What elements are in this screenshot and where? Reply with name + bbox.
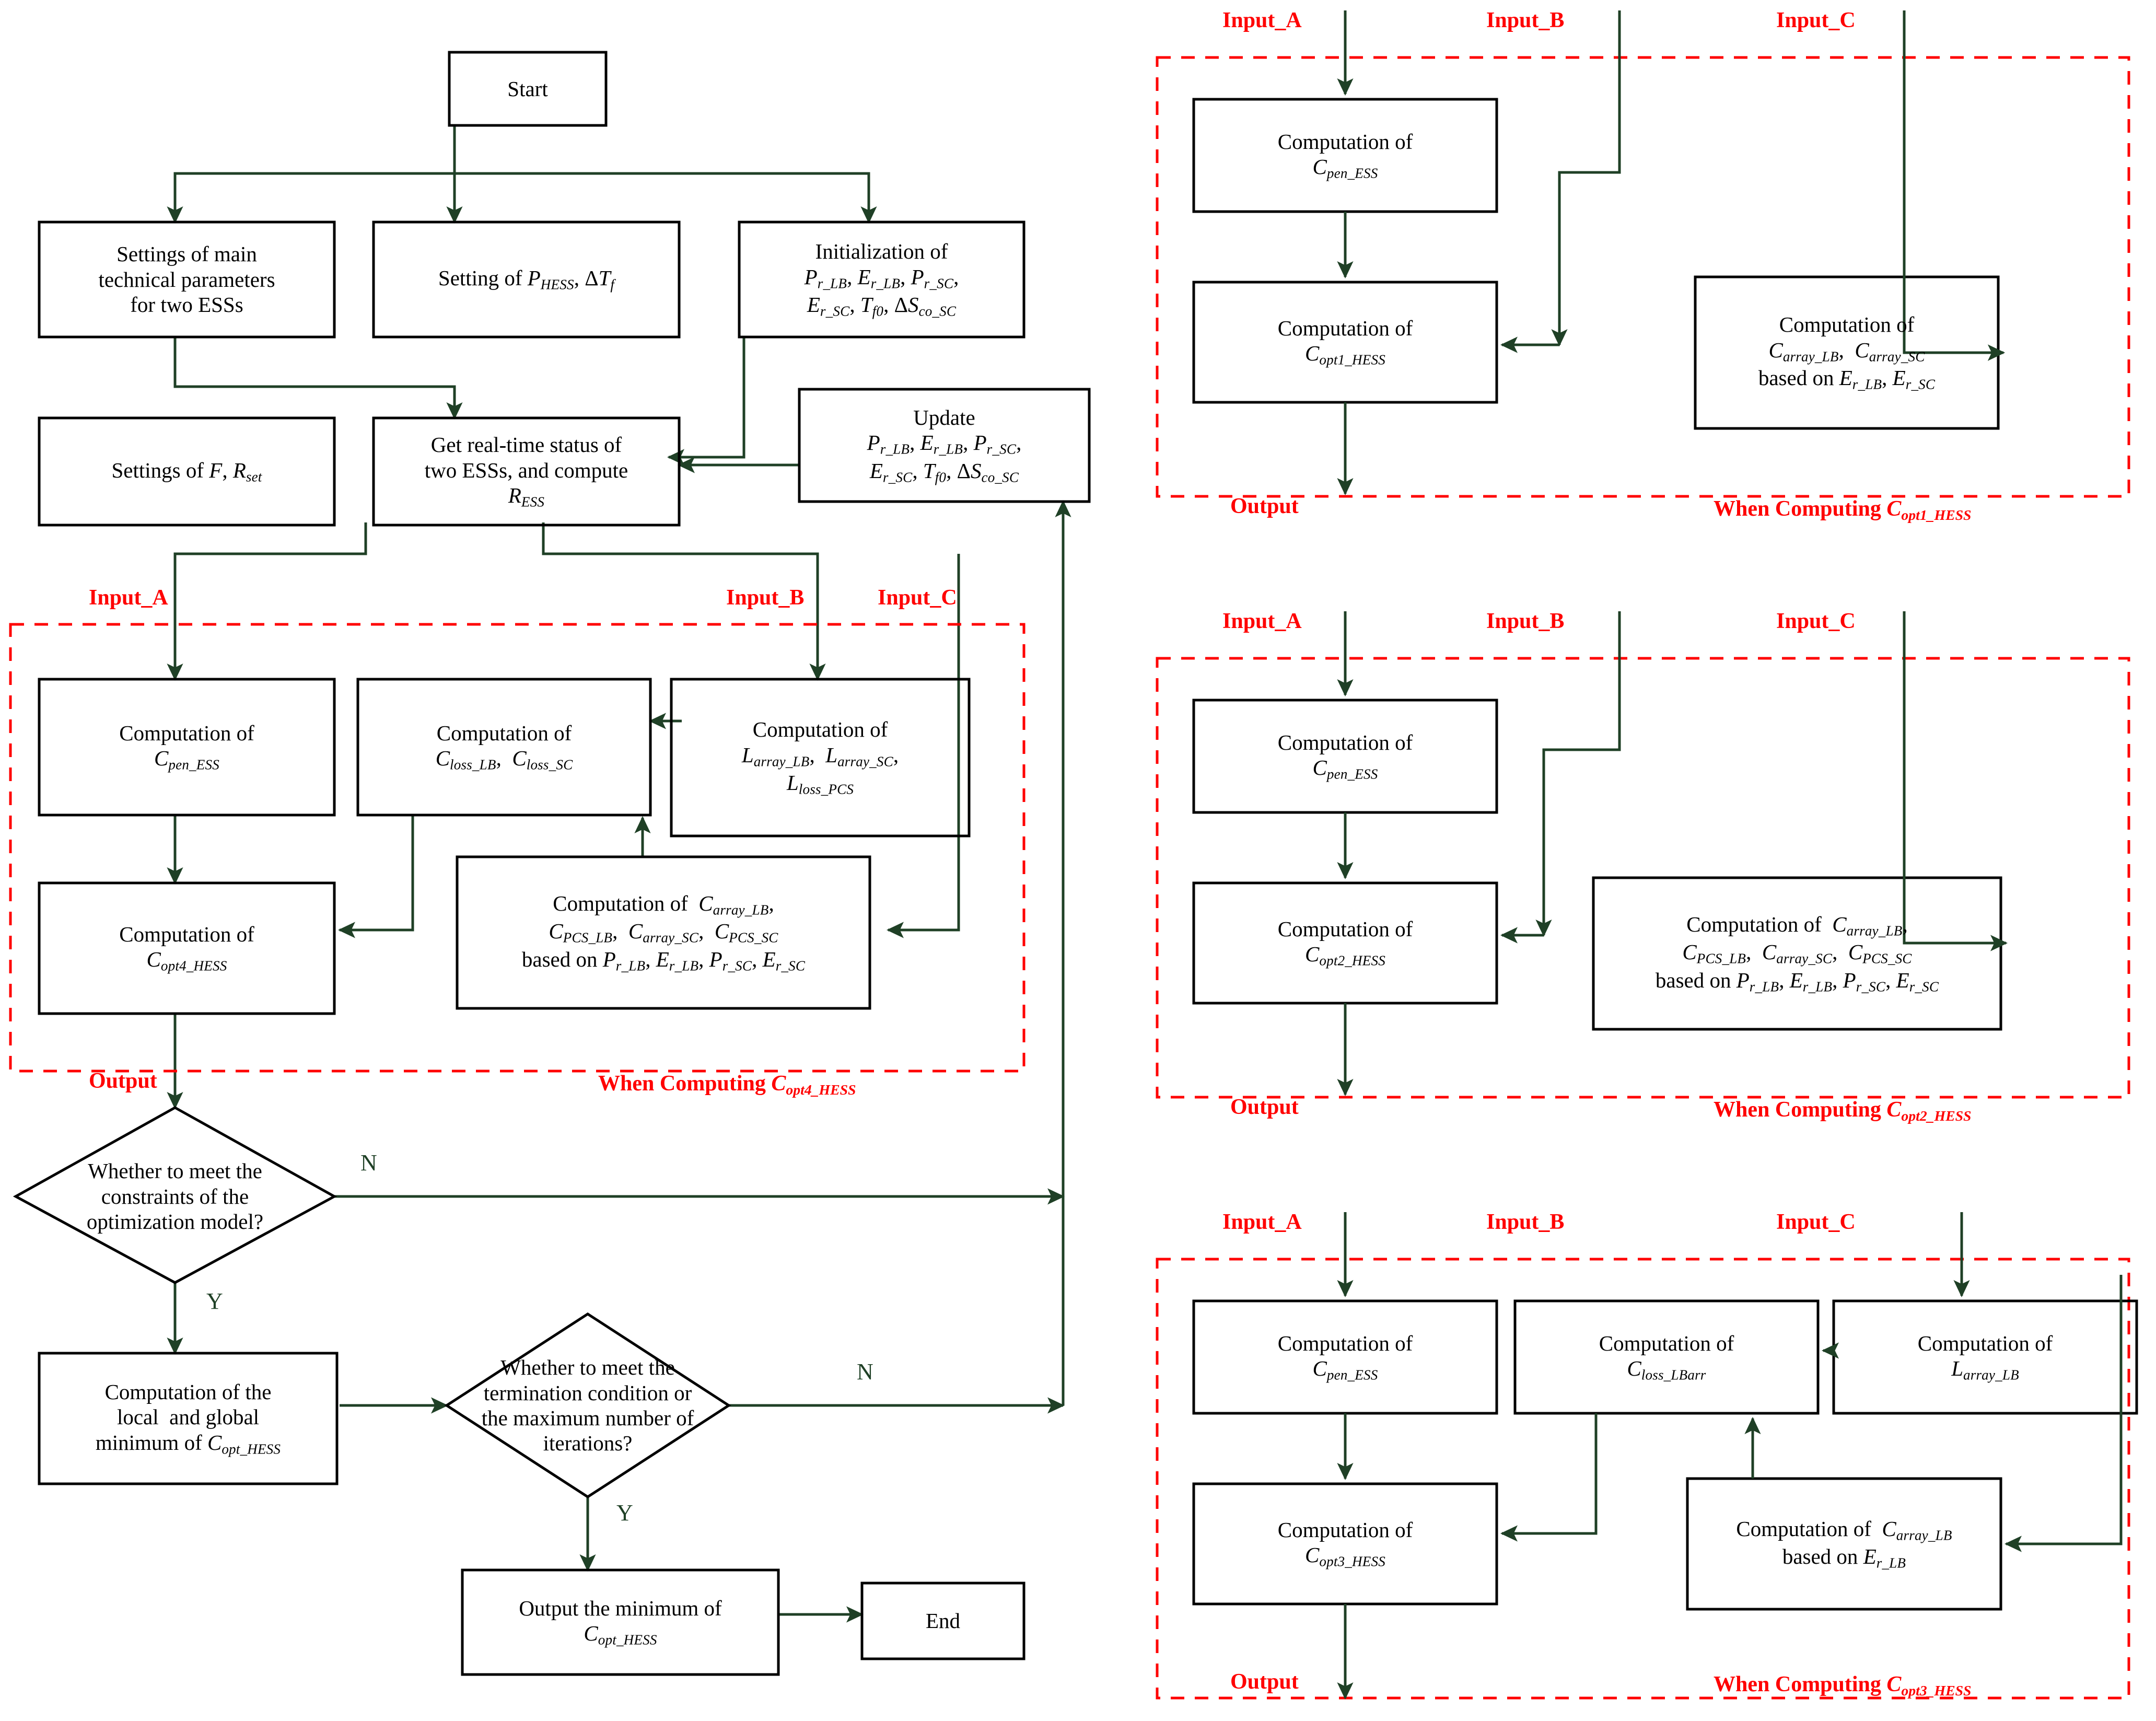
panel1-node-comp-carray: Computation of Carray_LB, Carray_SC base… xyxy=(1758,312,1936,392)
dashed-region-opt2 xyxy=(1156,657,2130,1099)
panel3-caption: When Computing Copt3_HESS xyxy=(1714,1672,1972,1699)
edge-label-yes-1: Y xyxy=(206,1288,223,1314)
dashed-region-opt3 xyxy=(1156,1258,2130,1700)
node-start: Start xyxy=(507,76,548,101)
panel1-label-input-a: Input_A xyxy=(1222,8,1302,32)
node-end: End xyxy=(925,1609,961,1633)
panel1-caption: When Computing Copt1_HESS xyxy=(1714,497,1972,523)
node-settings-f-rset: Settings of F, Rset xyxy=(111,458,262,485)
decision-group xyxy=(13,1106,731,1498)
label-input-a-main: Input_A xyxy=(89,586,168,610)
panel2-label-input-b: Input_B xyxy=(1486,609,1565,633)
panel3-label-input-c: Input_C xyxy=(1776,1210,1856,1234)
dashed-region-opt4 xyxy=(9,623,1025,1073)
panel2-node-comp-carray: Computation of Carray_LB, CPCS_LB, Carra… xyxy=(1655,912,1939,995)
panel3-label-input-b: Input_B xyxy=(1486,1210,1565,1234)
panel2-caption: When Computing Copt2_HESS xyxy=(1714,1098,1972,1124)
panel3-label-input-a: Input_A xyxy=(1222,1210,1302,1234)
panel3-node-comp-carray: Computation of Carray_LB based on Er_LB xyxy=(1736,1516,1952,1571)
panel3-label-output: Output xyxy=(1230,1670,1299,1694)
panel2-arrows xyxy=(1337,611,2008,1096)
box-group xyxy=(38,51,1091,1676)
panel1-label-output: Output xyxy=(1230,494,1299,518)
caption-region-opt4: When Computing Copt4_HESS xyxy=(598,1072,856,1098)
edge-label-no-1: N xyxy=(360,1150,377,1176)
dashed-region-opt1 xyxy=(1156,56,2130,498)
node-update: Update Pr_LB, Er_LB, Pr_SC, Er_SC, Tf0, … xyxy=(867,405,1022,485)
node-comp-carray-opt4: Computation of Carray_LB, CPCS_LB, Carra… xyxy=(521,891,806,974)
label-output-main: Output xyxy=(89,1069,157,1093)
node-setting-phess: Setting of PHESS, ΔTf xyxy=(438,266,615,293)
node-initialization: Initialization of Pr_LB, Er_LB, Pr_SC, E… xyxy=(804,239,959,319)
panel3-arrows xyxy=(1337,1212,2123,1700)
panel2-label-input-a: Input_A xyxy=(1222,609,1302,633)
label-input-b-main: Input_B xyxy=(726,586,805,610)
panel2-label-output: Output xyxy=(1230,1095,1299,1119)
panel1-label-input-c: Input_C xyxy=(1776,8,1856,32)
label-input-c-main: Input_C xyxy=(878,586,957,610)
edge-label-yes-2: Y xyxy=(616,1500,633,1526)
arrow-group xyxy=(167,124,1065,1623)
edge-label-no-2: N xyxy=(857,1359,873,1385)
panel2-label-input-c: Input_C xyxy=(1776,609,1856,633)
panel1-label-input-b: Input_B xyxy=(1486,8,1565,32)
